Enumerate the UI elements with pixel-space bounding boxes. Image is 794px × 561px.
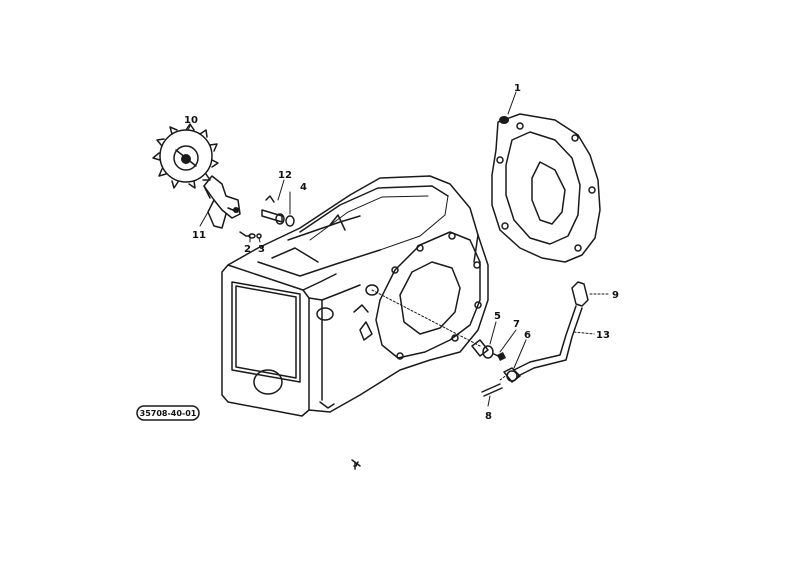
callout-3: 3 <box>258 244 265 255</box>
callout-6: 6 <box>524 330 531 341</box>
transmission-housing <box>221 175 489 470</box>
callout-8: 8 <box>485 411 492 422</box>
callout-13: 13 <box>596 330 610 341</box>
callout-11: 11 <box>192 230 206 241</box>
reference-code: 35708-40-01 <box>140 409 197 418</box>
callout-7: 7 <box>513 319 520 330</box>
shift-shaft <box>261 195 295 227</box>
leader-lines <box>187 91 611 407</box>
shift-lever <box>513 281 589 377</box>
reference-code-badge: 35708-40-01 <box>136 405 200 421</box>
callout-2: 2 <box>244 244 251 255</box>
cover-plate <box>491 113 601 263</box>
shift-fork <box>203 175 241 229</box>
callout-10: 10 <box>184 115 198 126</box>
linkage-parts <box>371 289 521 397</box>
callouts: 1 10 12 4 11 2 3 9 5 7 6 13 8 <box>184 83 619 422</box>
gear <box>152 123 219 189</box>
callout-12: 12 <box>278 170 292 181</box>
callout-9: 9 <box>612 290 619 301</box>
callout-5: 5 <box>494 311 501 322</box>
callout-4: 4 <box>300 182 307 193</box>
callout-1: 1 <box>514 83 521 94</box>
